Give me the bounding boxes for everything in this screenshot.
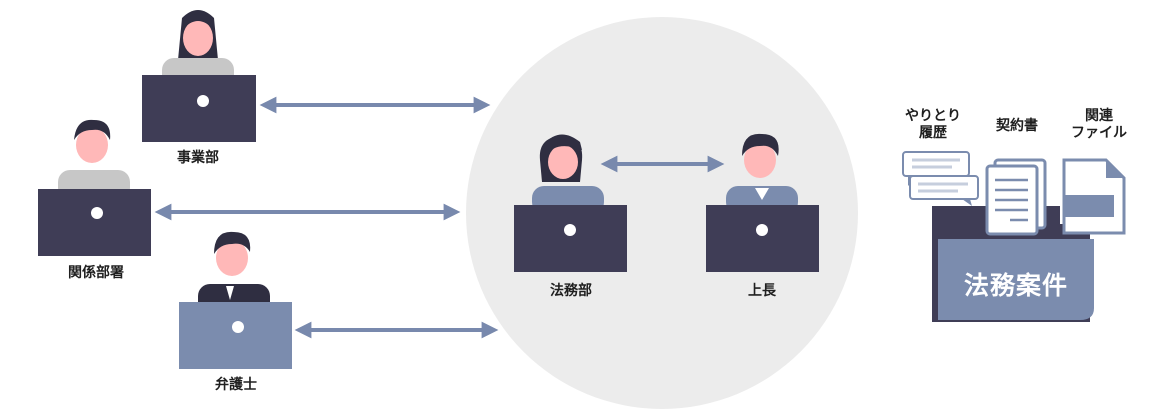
related-laptop-icon	[38, 189, 151, 256]
business-laptop-icon	[142, 75, 256, 142]
legal-laptop-icon	[514, 205, 627, 272]
related-person-icon	[58, 119, 130, 200]
case-title: 法務案件	[963, 271, 1068, 300]
document-icon	[985, 158, 1047, 236]
boss-label: 上長	[748, 283, 776, 299]
file-icon	[1062, 158, 1126, 235]
legal-team-circle	[466, 17, 858, 409]
files-label: 関連 ファイル	[1071, 108, 1127, 141]
related-label: 関係部署	[68, 265, 124, 281]
lawyer-laptop-icon	[179, 302, 292, 369]
history-label: やりとり 履歴	[905, 108, 961, 141]
contract-label: 契約書	[996, 118, 1038, 134]
folder-front	[938, 239, 1094, 320]
legal-label: 法務部	[550, 283, 592, 299]
lawyer-label: 弁護士	[215, 377, 257, 393]
boss-laptop-icon	[706, 205, 819, 272]
business-label: 事業部	[177, 150, 219, 166]
chat-bubble-icon	[902, 151, 979, 206]
